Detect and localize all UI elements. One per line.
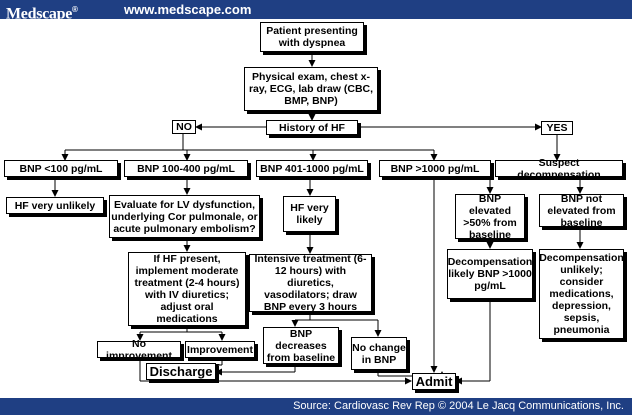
bnp-decreases-box: BNP decreases from baseline [263, 327, 339, 364]
site-url[interactable]: www.medscape.com [124, 2, 252, 17]
decompensation-likely-box: Decompensation likely BNP >1000 pg/mL [447, 249, 533, 299]
bnp-not-elevated-box: BNP not elevated from baseline [539, 193, 624, 229]
improvement-box: Improvement [185, 341, 255, 358]
intensive-treatment-box: Intensive treatment (6-12 hours) with di… [249, 253, 372, 313]
no-label: NO [172, 120, 196, 134]
bnp-100-400-box: BNP 100-400 pg/mL [124, 160, 248, 177]
source-citation: Source: Cardiovasc Rev Rep © 2004 Le Jac… [293, 400, 624, 412]
patient-presenting-box: Patient presenting with dyspnea [260, 22, 364, 52]
medscape-logo[interactable]: Medscape® [6, 5, 78, 23]
no-improvement-box: No improvement [97, 338, 181, 362]
bnp-elevated-box: BNP elevated >50% from baseline [455, 193, 525, 241]
footer-bar: Source: Cardiovasc Rev Rep © 2004 Le Jac… [0, 398, 632, 415]
hf-very-unlikely-box: HF very unlikely [6, 197, 104, 214]
bnp-gt1000-box: BNP >1000 pg/mL [379, 160, 491, 177]
history-of-hf-box: History of HF [266, 120, 358, 135]
physical-exam-box: Physical exam, chest x-ray, ECG, lab dra… [244, 67, 378, 111]
bnp-401-1000-box: BNP 401-1000 pg/mL [256, 160, 368, 177]
hf-very-likely-box: HF very likely [283, 196, 336, 232]
discharge-box: Discharge [146, 363, 216, 380]
suspect-decompensation-box: Suspect decompensation [495, 157, 623, 181]
admit-box: Admit [412, 373, 456, 390]
if-hf-present-box: If HF present, implement moderate treatm… [128, 252, 246, 326]
header-bar: Medscape® www.medscape.com [0, 0, 632, 22]
no-change-box: No change in BNP [351, 337, 407, 370]
yes-label: YES [541, 121, 573, 135]
bnp-lt100-box: BNP <100 pg/mL [4, 160, 118, 177]
decompensation-unlikely-box: Decompensation unlikely; consider medica… [539, 249, 624, 339]
evaluate-lv-box: Evaluate for LV dysfunction, underlying … [109, 195, 260, 238]
